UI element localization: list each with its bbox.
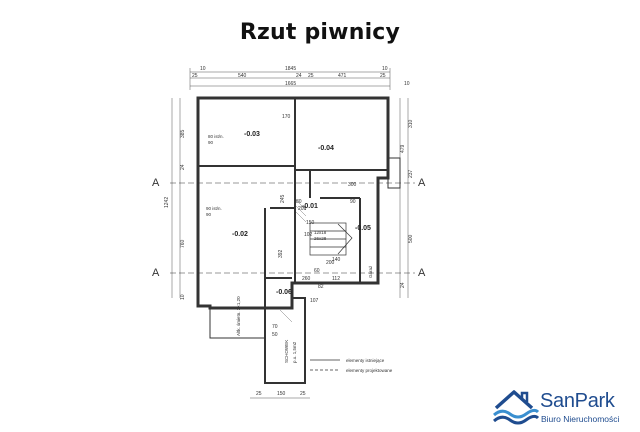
legend-item-0: elementy istniejące <box>346 358 385 363</box>
right-protrusion <box>387 157 401 189</box>
dim-int-16: 50 <box>272 332 278 338</box>
stair-label-2: 26x28 <box>314 236 327 241</box>
dim-top-5: 24 <box>296 73 302 79</box>
room-label-5: -0.06 <box>276 289 292 296</box>
dim-left-4: 10 <box>180 294 186 300</box>
room-label-1: -0.04 <box>318 145 334 152</box>
legend-lines <box>310 359 340 371</box>
logo-name: SanPark <box>540 390 615 412</box>
dim-bottom-1: 150 <box>277 391 286 397</box>
room-note-2a: 90 ist/n. <box>206 206 222 211</box>
waste-label: Altk. śmietn. 2×1,20 <box>236 296 241 336</box>
schowek-line2: p.u. 1,5m2 <box>292 341 297 363</box>
dim-right-4: 24 <box>400 282 406 288</box>
dim-top-10: 170 <box>282 114 291 120</box>
dim-top-8: 25 <box>380 73 386 79</box>
dim-bottom-0: 25 <box>256 391 262 397</box>
room-label-0: -0.03 <box>244 131 260 138</box>
garage-label: Garaż <box>368 265 373 278</box>
room-label-2: -0.02 <box>232 231 248 238</box>
dimension-lines <box>171 68 409 298</box>
room-note-0b: 90 <box>208 140 214 145</box>
dim-top-9: 1665 <box>285 81 296 87</box>
staircase <box>309 222 353 256</box>
page-title: Rzut piwnicy <box>239 20 401 45</box>
schowek-line1: SCHOWEK <box>284 340 289 363</box>
dim-int-11: 60 <box>314 268 320 274</box>
dim-left-1: 24 <box>180 164 186 170</box>
waste-enclosure <box>209 307 266 339</box>
house-wave-icon <box>493 390 540 425</box>
section-mark-0: A <box>152 177 160 189</box>
floor-plan: 10 1845 10 25 540 24 25 471 25 1665 170 … <box>60 58 580 408</box>
dim-top-3: 25 <box>192 73 198 79</box>
dim-int-7: 90 <box>350 199 356 205</box>
dim-top-7: 471 <box>338 73 347 79</box>
dim-top-2: 10 <box>382 66 388 72</box>
dim-right-3: 500 <box>408 234 414 243</box>
dim-int-1: 140 <box>332 257 341 263</box>
dim-int-5: 200 <box>326 260 335 266</box>
dim-right-2: 237 <box>408 169 414 178</box>
dim-top-0: 10 <box>200 66 206 72</box>
dim-int-14: 82 <box>318 284 324 290</box>
dim-int-12: 112 <box>332 276 340 282</box>
wall-hatch <box>279 199 307 323</box>
dim-int-2: 260 <box>302 276 311 282</box>
dim-top-11: 10 <box>404 81 410 87</box>
room-note-2b: 90 <box>206 212 212 217</box>
sanpark-logo: SanPark Biuro Nieruchomości <box>492 388 632 428</box>
dim-int-13: 107 <box>310 298 319 304</box>
dim-top-6: 25 <box>308 73 314 79</box>
section-line <box>170 182 415 274</box>
storage-extension <box>264 297 306 384</box>
dim-left-2: 1242 <box>164 197 170 208</box>
dim-int-6: 80 <box>296 199 302 205</box>
interior-walls <box>198 98 388 308</box>
dim-int-9: 245 <box>280 194 286 203</box>
dim-top-4: 540 <box>238 73 247 79</box>
dim-top-1: 1845 <box>285 66 296 72</box>
stair-label-1: 12x18 <box>314 230 327 235</box>
section-mark-3: A <box>418 267 426 279</box>
dim-right-0: 310 <box>408 119 414 128</box>
legend-item-1: elementy projektowane <box>346 368 393 373</box>
room-note-0a: 80 ist/n. <box>208 134 224 139</box>
room-label-3: -0.01 <box>302 203 318 210</box>
dim-int-8: 150 <box>306 220 315 226</box>
section-mark-2: A <box>418 177 426 189</box>
dim-left-0: 385 <box>180 129 186 138</box>
dim-int-3: 205 <box>298 206 307 212</box>
dim-int-10: 392 <box>278 249 284 258</box>
dim-bottom-2: 25 <box>300 391 306 397</box>
floor-plan-drawing: 10 1845 10 25 540 24 25 471 25 1665 170 … <box>152 66 426 399</box>
dim-int-15: 70 <box>272 324 278 330</box>
dim-int-0: 300 <box>348 182 357 188</box>
logo-subtitle: Biuro Nieruchomości <box>541 414 620 424</box>
room-label-4: -0.05 <box>355 225 371 232</box>
dim-left-3: 760 <box>180 239 186 248</box>
dim-int-4: 102 <box>304 232 313 238</box>
section-mark-1: A <box>152 267 160 279</box>
dim-right-1: 479 <box>400 144 406 153</box>
